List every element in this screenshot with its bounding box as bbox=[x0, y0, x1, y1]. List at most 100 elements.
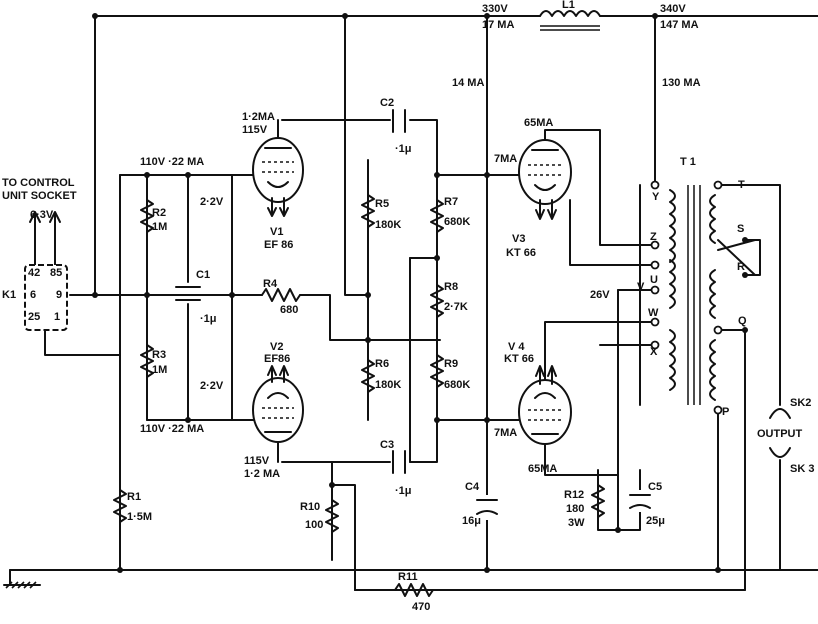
resistor-r6 bbox=[361, 359, 375, 393]
r12-wattage: 3W bbox=[568, 517, 585, 529]
r3-value: 1M bbox=[152, 364, 167, 376]
r9-label: R9 bbox=[444, 358, 458, 370]
tap-z-label: Z bbox=[650, 231, 657, 243]
r1-label: R1 bbox=[127, 491, 141, 503]
v3-screen-current: 7MA bbox=[494, 153, 517, 165]
socket-title-line2: UNIT SOCKET bbox=[2, 190, 77, 202]
r5-value: 180K bbox=[375, 219, 401, 231]
capacitor-c4 bbox=[476, 495, 498, 520]
r1-value: 1·5M bbox=[127, 511, 152, 523]
v4-type: KT 66 bbox=[504, 353, 534, 365]
output-transformer-t1 bbox=[650, 180, 761, 415]
tap-t-label: T bbox=[738, 179, 745, 191]
r7-value: 680K bbox=[444, 216, 470, 228]
choke-l1-label: L1 bbox=[562, 0, 575, 11]
r9-value: 680K bbox=[444, 379, 470, 391]
resistor-r9 bbox=[430, 354, 444, 388]
socket-pin-label: 6 bbox=[30, 289, 36, 301]
output-sockets bbox=[769, 408, 791, 458]
heater-voltage-label: 6·3V bbox=[30, 209, 54, 221]
v3-label: V3 bbox=[512, 233, 525, 245]
socket-title-line1: TO CONTROL bbox=[2, 177, 75, 189]
v2-label: V2 bbox=[270, 341, 283, 353]
c1-label: C1 bbox=[196, 269, 210, 281]
r2-label: R2 bbox=[152, 207, 166, 219]
c3-label: C3 bbox=[380, 439, 394, 451]
resistor-r1 bbox=[113, 489, 127, 523]
resistor-r5 bbox=[361, 194, 375, 228]
wires bbox=[9, 15, 818, 591]
v4-screen-current: 7MA bbox=[494, 427, 517, 439]
c2-label: C2 bbox=[380, 97, 394, 109]
r6-value: 180K bbox=[375, 379, 401, 391]
output-label: OUTPUT bbox=[757, 428, 803, 440]
capacitor-c5 bbox=[629, 490, 651, 512]
current-14ma-label: 14 MA bbox=[452, 77, 484, 89]
tap-y-label: Y bbox=[652, 191, 660, 203]
current-147ma-label: 147 MA bbox=[660, 19, 699, 31]
r12-value: 180 bbox=[566, 503, 584, 515]
r6-label: R6 bbox=[375, 358, 389, 370]
tap-r-label: R bbox=[737, 261, 745, 273]
socket-pin-label: 85 bbox=[50, 267, 62, 279]
v2-type: EF86 bbox=[264, 353, 290, 365]
resistor-r3 bbox=[140, 344, 154, 378]
tap-p-label: P bbox=[722, 406, 729, 418]
r8-label: R8 bbox=[444, 281, 458, 293]
v1-type: EF 86 bbox=[264, 239, 293, 251]
r2-value: 1M bbox=[152, 221, 167, 233]
resistor-r4 bbox=[261, 288, 301, 302]
v2-grid-voltage: 2·2V bbox=[200, 380, 224, 392]
r4-value: 680 bbox=[280, 304, 298, 316]
v4-cathode-current: 65MA bbox=[528, 463, 557, 475]
r12-label: R12 bbox=[564, 489, 584, 501]
tube-v3 bbox=[518, 139, 572, 220]
voltage-340-label: 340V bbox=[660, 3, 686, 15]
ground-symbol bbox=[3, 569, 41, 589]
v1-voltage-label: 115V bbox=[242, 124, 268, 136]
c5-label: C5 bbox=[648, 481, 662, 493]
resistor-r12 bbox=[591, 484, 605, 518]
resistors bbox=[113, 194, 605, 597]
v1-current-label: 1·2MA bbox=[242, 111, 275, 123]
c1-value: ·1μ bbox=[200, 313, 217, 325]
choke-l1 bbox=[539, 10, 601, 31]
tap-s-label: S bbox=[737, 223, 744, 235]
current-17ma-label: 17 MA bbox=[482, 19, 514, 31]
junction-dots bbox=[92, 13, 748, 573]
labels: TO CONTROL UNIT SOCKET 6·3V K1 330V 17 M… bbox=[2, 0, 814, 613]
t1-label: T 1 bbox=[680, 156, 696, 168]
r10-value: 100 bbox=[305, 519, 323, 531]
resistor-r2 bbox=[140, 199, 154, 233]
tap-q-label: Q bbox=[738, 315, 747, 327]
r8-value: 2·7K bbox=[444, 301, 468, 313]
v2-grid-rail-label: 110V ·22 MA bbox=[140, 423, 204, 435]
r7-label: R7 bbox=[444, 196, 458, 208]
c3-value: ·1μ bbox=[395, 485, 412, 497]
capacitor-c1 bbox=[175, 286, 201, 301]
socket-pin-label: 42 bbox=[28, 267, 40, 279]
r5-label: R5 bbox=[375, 198, 389, 210]
resistor-r8 bbox=[430, 284, 444, 318]
tube-v1 bbox=[252, 119, 304, 217]
v4-label: V 4 bbox=[508, 341, 525, 353]
v2-voltage-label: 115V bbox=[244, 455, 270, 467]
tap-v-label: V bbox=[637, 281, 645, 293]
v1-grid-rail-label: 110V ·22 MA bbox=[140, 156, 204, 168]
control-unit-socket: 42 85 6 9 25 1 bbox=[24, 211, 68, 331]
r11-value: 470 bbox=[412, 601, 430, 613]
tube-v4 bbox=[518, 365, 572, 445]
c2-value: ·1μ bbox=[395, 143, 412, 155]
v3-type: KT 66 bbox=[506, 247, 536, 259]
sk2-label: SK2 bbox=[790, 397, 811, 409]
current-130ma-label: 130 MA bbox=[662, 77, 701, 89]
resistor-r10 bbox=[325, 499, 339, 533]
r3-label: R3 bbox=[152, 349, 166, 361]
tap-x-label: X bbox=[650, 346, 658, 358]
c4-label: C4 bbox=[465, 481, 480, 493]
socket-pin-label: 25 bbox=[28, 311, 40, 323]
c5-value: 25μ bbox=[646, 515, 665, 527]
tube-v2 bbox=[252, 365, 304, 463]
voltage-26-label: 26V bbox=[590, 289, 610, 301]
